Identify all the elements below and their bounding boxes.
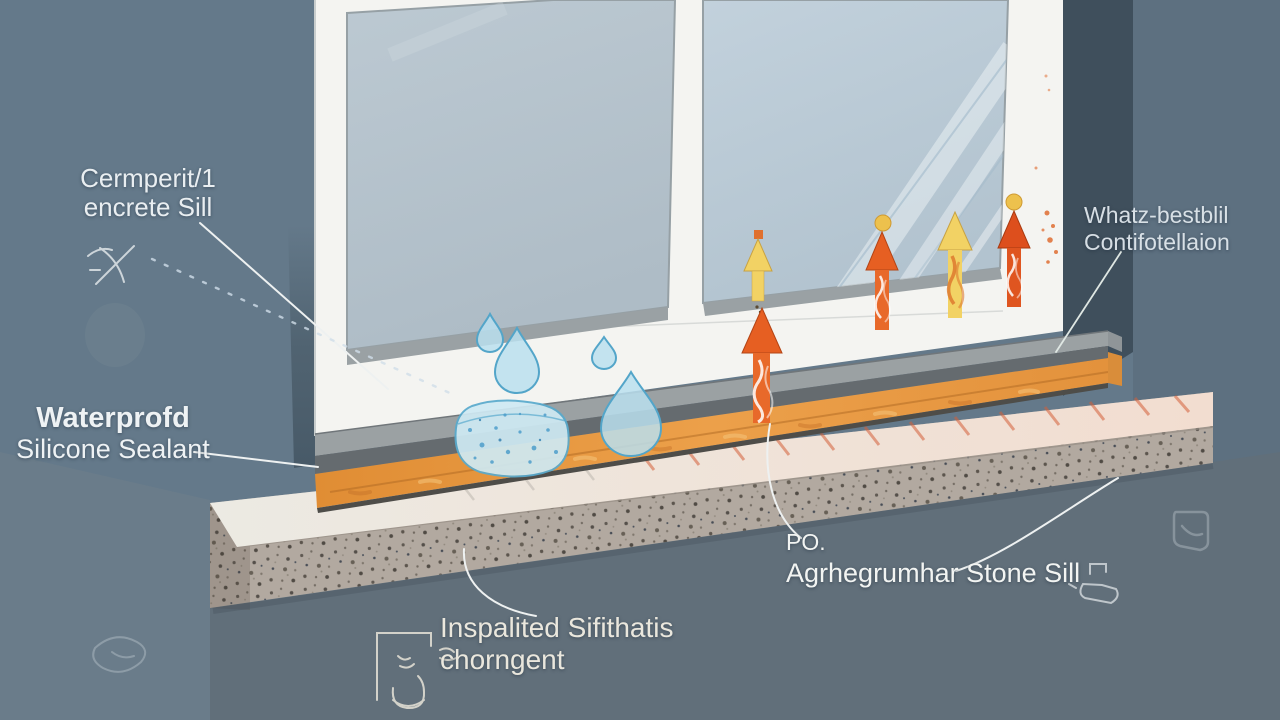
faint-square-sketch-icon bbox=[1172, 510, 1210, 552]
leader-line-right bbox=[1055, 251, 1122, 353]
heat-arrow-3 bbox=[865, 214, 899, 330]
leader-line-po bbox=[766, 423, 802, 539]
leader-line-dashed bbox=[150, 257, 454, 396]
water-droplet-icons bbox=[475, 311, 663, 457]
leader-lines bbox=[150, 222, 1122, 617]
heat-arrow-5 bbox=[997, 193, 1031, 307]
leader-line-concrete-sill bbox=[199, 222, 389, 390]
frame-rebate-strips bbox=[347, 268, 1002, 365]
tool-sketch-icon bbox=[1068, 563, 1119, 605]
bucket-sketch-icon bbox=[376, 632, 457, 710]
heat-arrow-1 bbox=[743, 230, 773, 314]
faint-splash-sketch-icon bbox=[92, 636, 147, 673]
glass-pane-left bbox=[346, 0, 677, 352]
sealant-sponge bbox=[454, 399, 570, 478]
leader-line-sealant bbox=[193, 451, 319, 468]
insulation-layer bbox=[210, 392, 1213, 547]
heat-arrow-4 bbox=[937, 210, 973, 318]
leader-line-stone-sill bbox=[955, 477, 1119, 572]
x-scribble-sketch-icon bbox=[87, 245, 135, 285]
paint-splatter-dots bbox=[1034, 74, 1058, 264]
heat-arrow-2 bbox=[741, 306, 783, 424]
leader-line-insulated bbox=[462, 548, 537, 617]
